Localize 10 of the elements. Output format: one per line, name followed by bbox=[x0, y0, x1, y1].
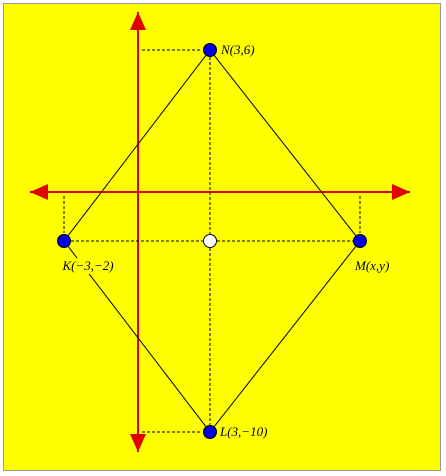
point-label: M(x,y) bbox=[354, 258, 390, 274]
dashed-line bbox=[216, 240, 354, 242]
dashed-line bbox=[70, 240, 204, 242]
point-label: K(−3,−2) bbox=[62, 258, 115, 274]
point-label: N(3,6) bbox=[220, 42, 256, 58]
line-segment bbox=[214, 246, 356, 427]
point-label: L(3,−10) bbox=[219, 424, 268, 440]
line-segment bbox=[68, 55, 206, 236]
line-segment bbox=[214, 55, 356, 236]
line-segment bbox=[68, 246, 206, 427]
